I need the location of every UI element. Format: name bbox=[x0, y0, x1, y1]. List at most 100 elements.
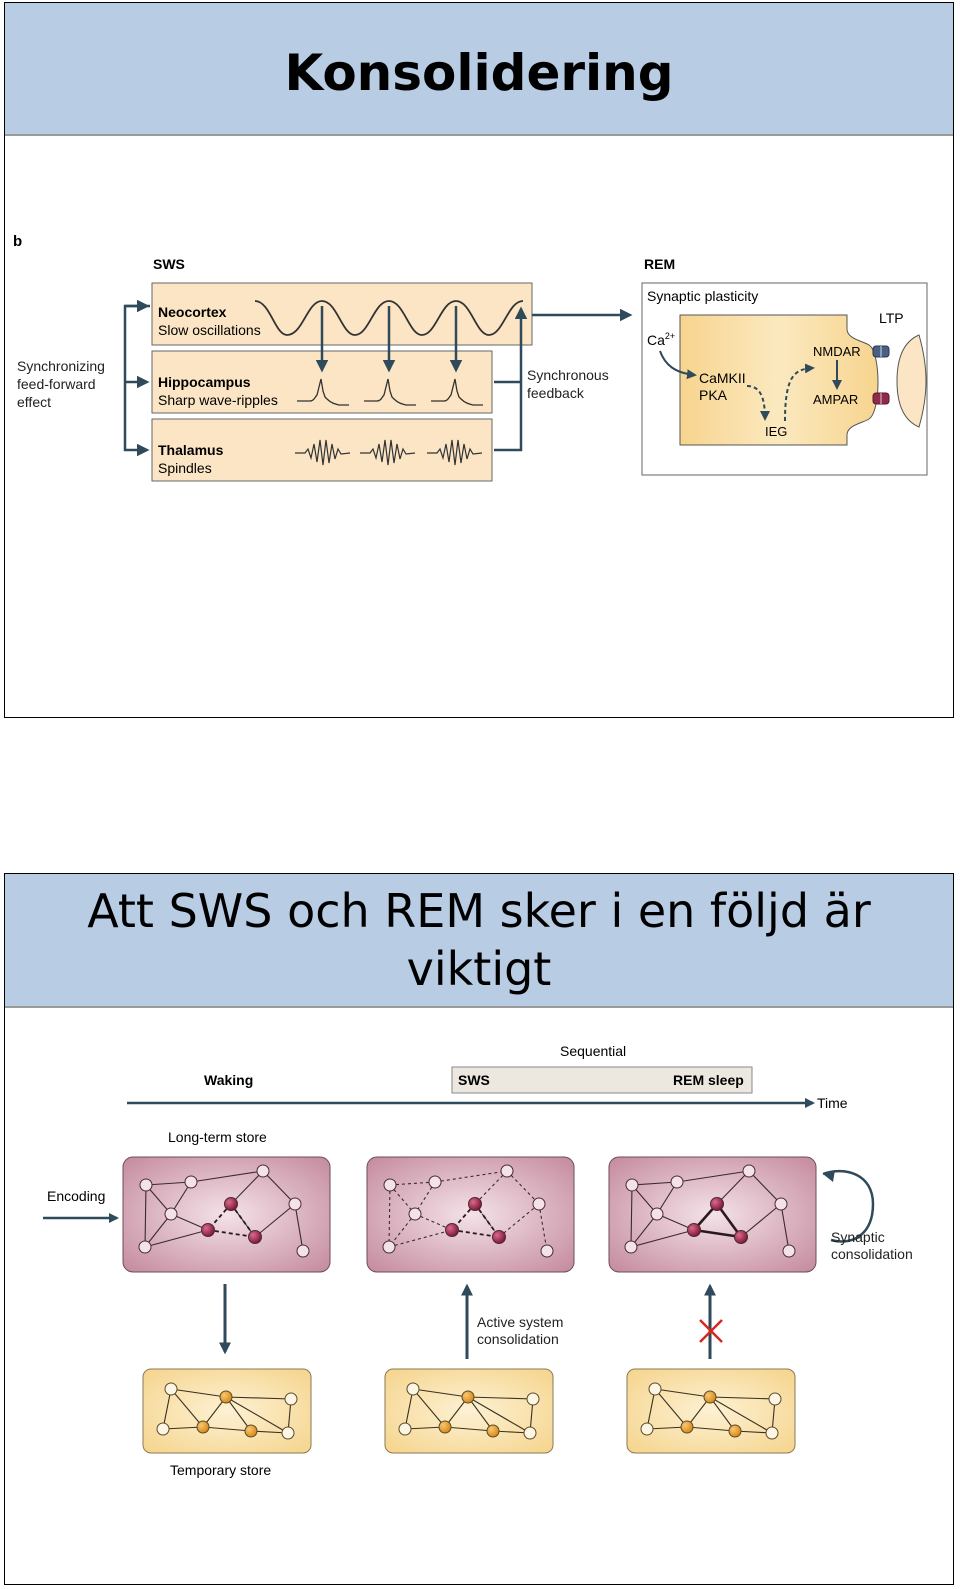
network-edge bbox=[170, 1388, 204, 1428]
network-node-active bbox=[710, 1197, 724, 1211]
network-node bbox=[742, 1164, 756, 1178]
hippocampus-name: Hippocampus bbox=[158, 374, 251, 390]
network-node-active bbox=[680, 1420, 694, 1434]
ca-arrow bbox=[659, 350, 697, 380]
network-edge bbox=[414, 1213, 453, 1231]
slow-oscillation-wave bbox=[254, 300, 524, 336]
long-term-store-panel-1 bbox=[122, 1156, 331, 1273]
network-edge bbox=[740, 1203, 782, 1238]
network-node bbox=[256, 1164, 270, 1178]
synaptic-loop-arrowhead bbox=[823, 1170, 835, 1182]
long-term-network-2 bbox=[382, 1164, 554, 1258]
nmdar-receptor bbox=[872, 345, 890, 358]
network-edge bbox=[498, 1203, 540, 1238]
neocortex-name: Neocortex bbox=[158, 304, 227, 320]
long-term-store-label: Long-term store bbox=[168, 1129, 267, 1145]
network-edge bbox=[202, 1426, 252, 1432]
network-node bbox=[523, 1426, 537, 1440]
network-edge bbox=[676, 1170, 750, 1183]
sws-label: SWS bbox=[458, 1072, 490, 1088]
network-edge bbox=[388, 1213, 416, 1248]
sharp-wave-ripples bbox=[297, 378, 483, 406]
network-node-active bbox=[445, 1223, 459, 1237]
synaptic-loop bbox=[822, 1169, 875, 1243]
slide-title: Konsolidering bbox=[5, 3, 953, 136]
temporary-store-panel-1 bbox=[142, 1368, 312, 1454]
time-label: Time bbox=[817, 1095, 848, 1111]
network-edge bbox=[225, 1396, 289, 1434]
temporary-store-panel-2 bbox=[384, 1368, 554, 1454]
network-edge bbox=[389, 1181, 436, 1186]
network-node bbox=[670, 1175, 684, 1189]
title-line-2: viktigt bbox=[406, 942, 552, 996]
network-node bbox=[164, 1382, 178, 1396]
network-edge bbox=[646, 1426, 688, 1430]
network-edge bbox=[709, 1396, 776, 1400]
network-edge bbox=[412, 1388, 446, 1428]
network-node bbox=[383, 1178, 397, 1192]
rem-label: REM bbox=[644, 256, 675, 272]
sws-rem-bar bbox=[451, 1066, 753, 1094]
network-edge bbox=[144, 1184, 147, 1248]
network-node-active bbox=[486, 1424, 500, 1438]
ieg-label: IEG bbox=[765, 424, 787, 439]
long-term-store-panel-3 bbox=[608, 1156, 817, 1273]
network-node-active bbox=[461, 1390, 475, 1404]
ampar-receptor bbox=[872, 392, 890, 405]
network-node bbox=[281, 1426, 295, 1440]
network-edge bbox=[467, 1396, 534, 1400]
network-node bbox=[650, 1207, 664, 1221]
network-node-active bbox=[734, 1230, 748, 1244]
network-edge bbox=[162, 1426, 204, 1430]
network-node bbox=[184, 1175, 198, 1189]
network-edge bbox=[144, 1213, 172, 1248]
network-edge bbox=[467, 1396, 531, 1434]
network-edge bbox=[630, 1213, 658, 1248]
network-node bbox=[288, 1197, 302, 1211]
network-node-active bbox=[196, 1420, 210, 1434]
network-node bbox=[526, 1392, 540, 1406]
title-line-1: Att SWS och REM sker i en följd är bbox=[87, 884, 871, 938]
encoding-label: Encoding bbox=[47, 1188, 105, 1204]
network-edge bbox=[716, 1170, 750, 1205]
network-node bbox=[782, 1244, 796, 1258]
presynaptic-bouton bbox=[896, 334, 927, 428]
waking-label: Waking bbox=[204, 1072, 253, 1088]
neocortex-desc: Slow oscillations bbox=[158, 322, 261, 338]
network-edge bbox=[630, 1229, 695, 1248]
network-edge bbox=[709, 1396, 736, 1432]
network-edge bbox=[780, 1203, 790, 1252]
network-edge bbox=[538, 1203, 548, 1252]
network-node-active bbox=[438, 1420, 452, 1434]
network-node-active bbox=[219, 1390, 233, 1404]
ampar-label: AMPAR bbox=[813, 392, 858, 407]
feedforward-bracket bbox=[123, 304, 150, 457]
network-node-active bbox=[687, 1223, 701, 1237]
network-node-active bbox=[492, 1230, 506, 1244]
temporary-network-3 bbox=[640, 1382, 782, 1440]
network-node bbox=[625, 1178, 639, 1192]
network-edge bbox=[145, 1181, 192, 1186]
ltp-label: LTP bbox=[879, 310, 904, 326]
thalamus-name: Thalamus bbox=[158, 442, 224, 458]
network-node-active bbox=[244, 1424, 258, 1438]
network-edge bbox=[631, 1181, 678, 1186]
network-edge bbox=[404, 1388, 414, 1430]
network-edge bbox=[748, 1170, 782, 1205]
network-edge bbox=[144, 1229, 209, 1248]
slide-sequence: Att SWS och REM sker i en följd är vikti… bbox=[4, 873, 954, 1585]
network-edge bbox=[225, 1396, 252, 1432]
synaptic-plasticity-label: Synaptic plasticity bbox=[647, 288, 758, 304]
network-node bbox=[139, 1178, 153, 1192]
network-node bbox=[640, 1422, 654, 1436]
temporary-store-panel-3 bbox=[626, 1368, 796, 1454]
network-node-active bbox=[201, 1223, 215, 1237]
network-node-active bbox=[248, 1230, 262, 1244]
network-edge bbox=[654, 1388, 688, 1428]
neocortex-box bbox=[151, 282, 533, 346]
network-node bbox=[428, 1175, 442, 1189]
rem-sleep-label: REM sleep bbox=[673, 1072, 744, 1088]
network-node-active bbox=[468, 1197, 482, 1211]
network-edge bbox=[444, 1426, 494, 1432]
network-edge bbox=[190, 1170, 264, 1183]
